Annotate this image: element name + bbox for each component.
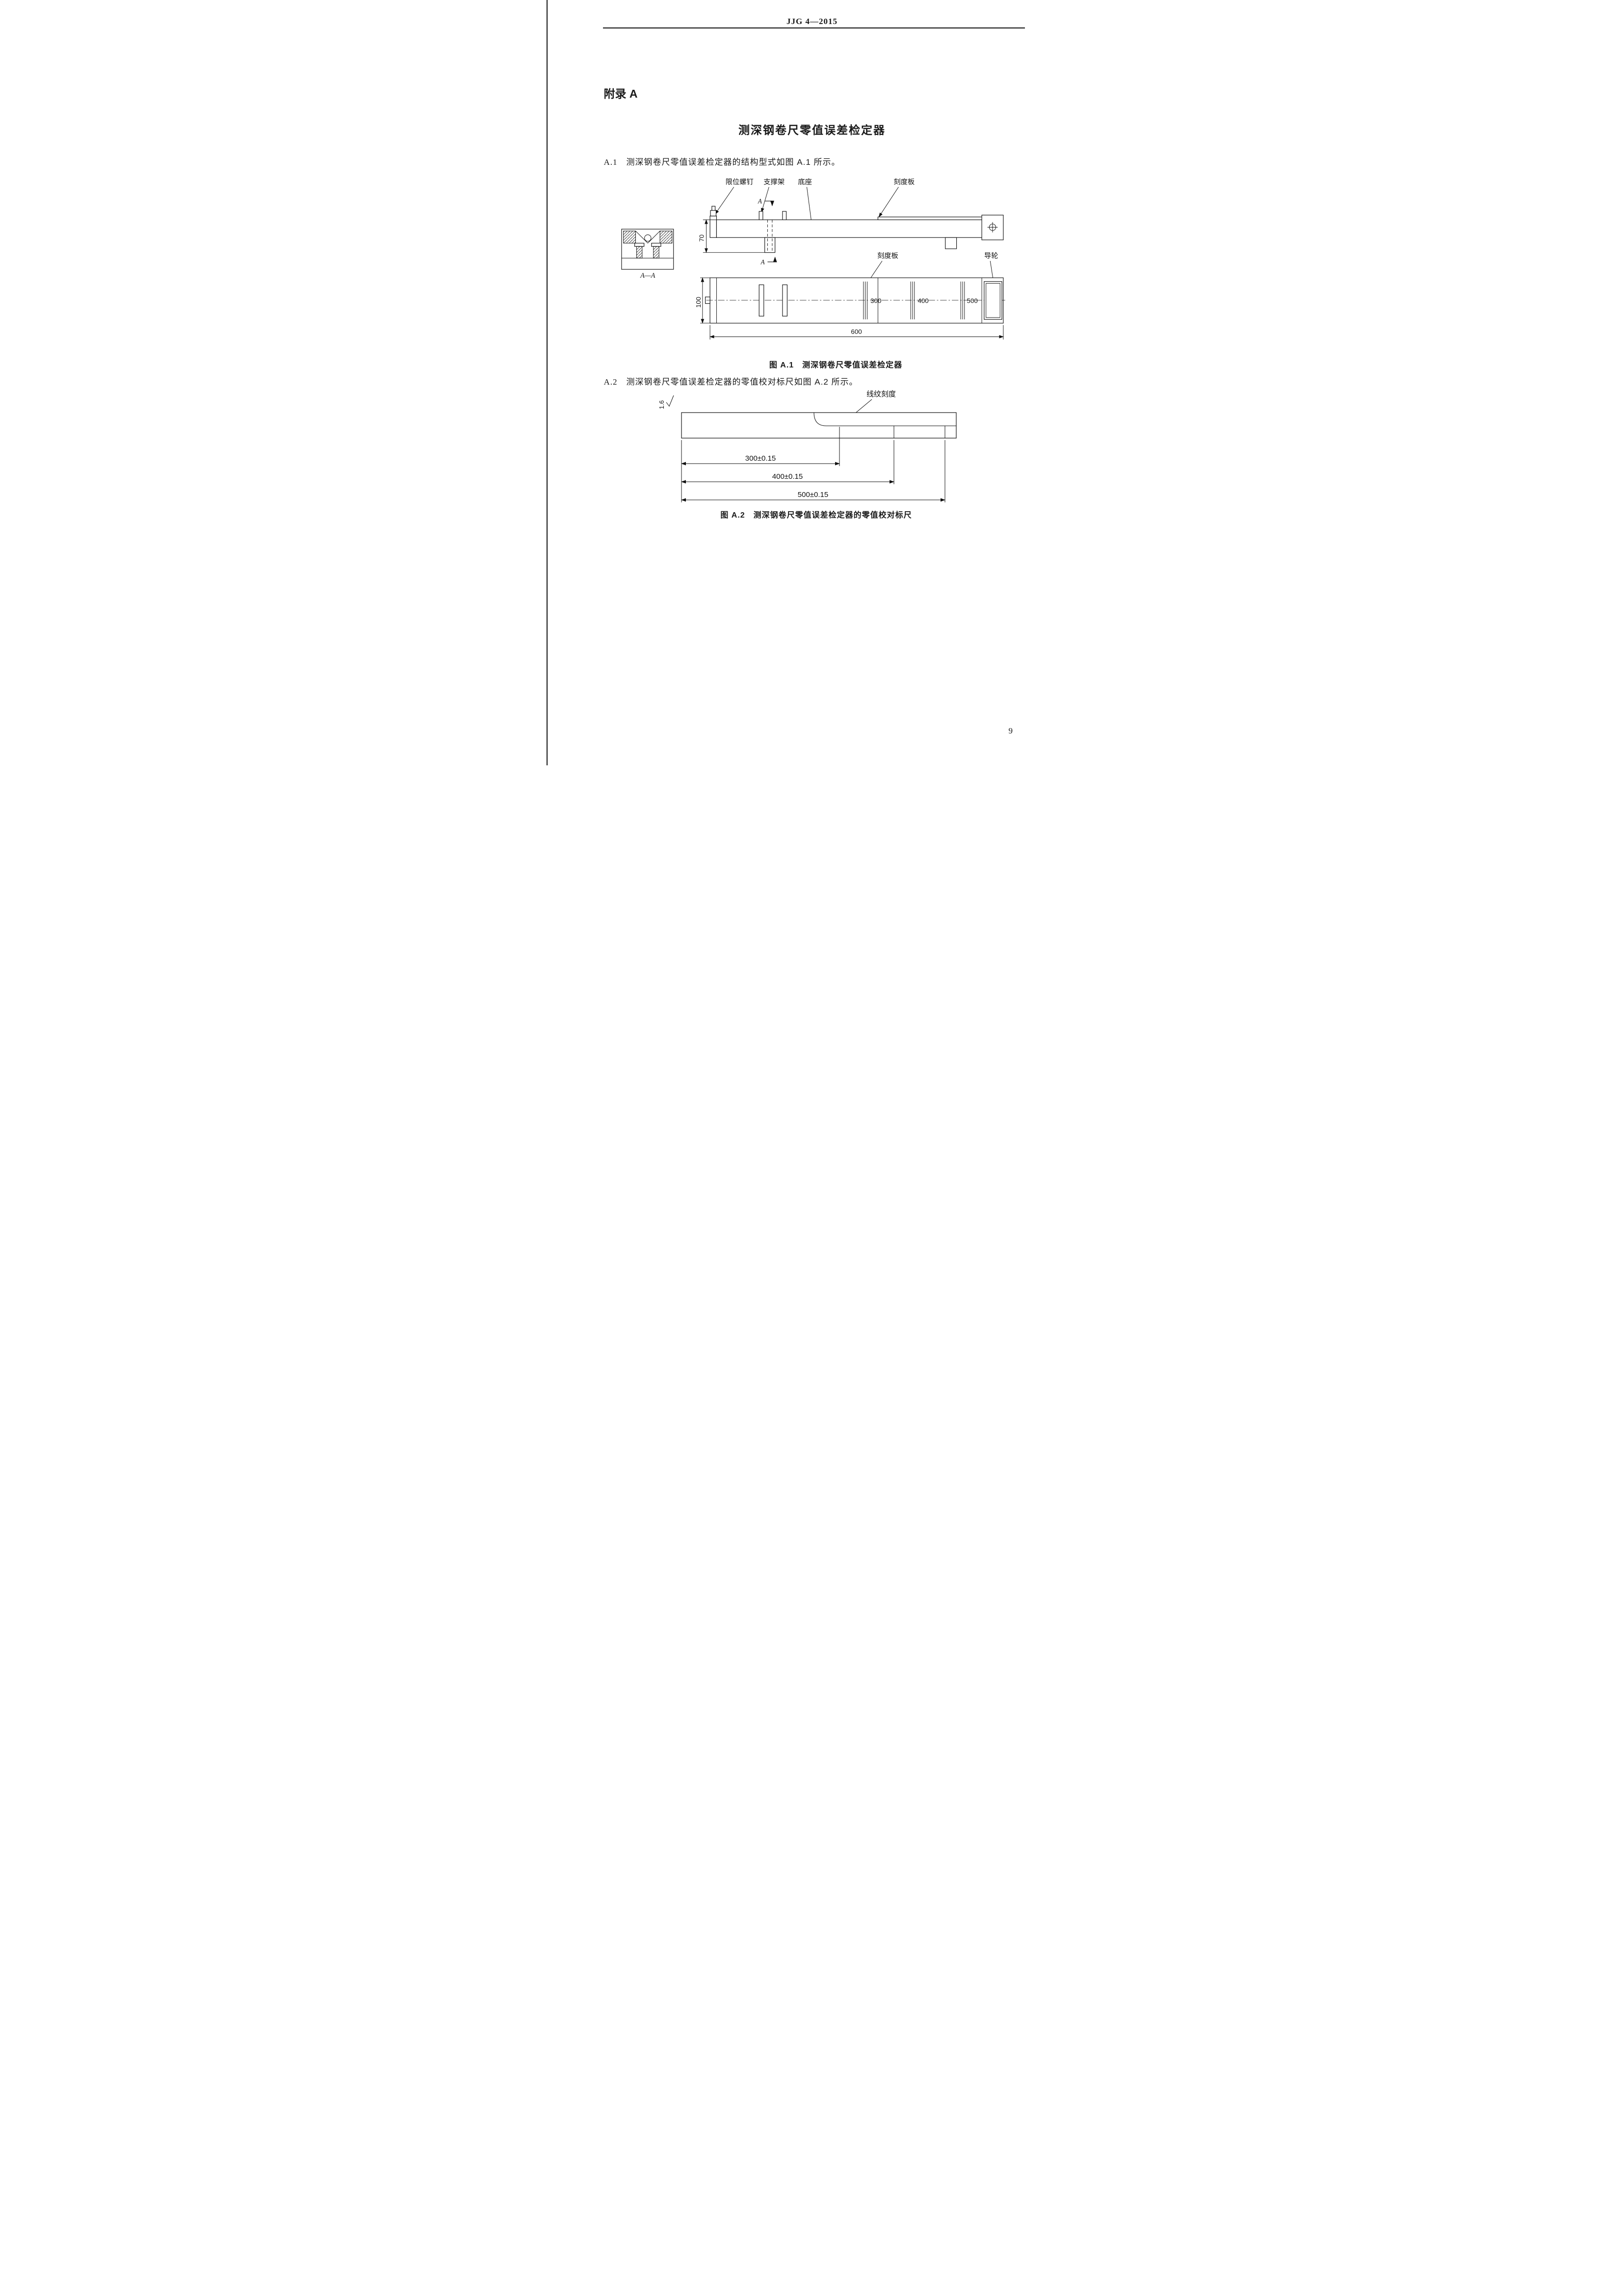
paragraph-a1-number: A.1	[603, 157, 618, 167]
dim-400: 400±0.15	[772, 472, 802, 481]
label-base: 底座	[798, 178, 812, 186]
figure-a2-drawing: 1.6 线纹刻度 300±0.15 400±0.15 500±0.15	[658, 390, 957, 502]
section-view-label: A—A	[640, 272, 655, 280]
leader-limit-screw	[714, 186, 734, 215]
top-view-wheel-outer	[983, 281, 1002, 320]
side-limit-screw-cap	[711, 206, 715, 211]
dim-500: 500±0.15	[797, 491, 828, 499]
figure-a2-caption: 图 A.2 测深钢卷尺零值误差检定器的零值校对标尺	[720, 511, 912, 520]
side-base-bar	[716, 219, 982, 238]
top-view-post-1	[759, 284, 764, 316]
header-rule	[602, 27, 1025, 28]
section-bolt-right	[653, 246, 659, 259]
label-limit-screw: 限位螺钉	[725, 178, 753, 186]
paragraph-a2-text: 测深钢卷尺零值误差检定器的零值校对标尺如图 A.2 所示。	[626, 377, 858, 387]
paragraph-a1: A.1 测深钢卷尺零值误差检定器的结构型式如图 A.1 所示。	[604, 155, 840, 167]
document-page: JJG 4—2015 附录 A 测深钢卷尺零值误差检定器 A.1 测深钢卷尺零值误…	[541, 0, 1083, 765]
section-bolt-left	[636, 246, 642, 259]
dim-70: 70	[698, 235, 705, 242]
section-letter-bottom: A	[760, 259, 765, 266]
paragraph-a2-number: A.2	[603, 377, 618, 387]
section-hatch-left	[623, 231, 636, 244]
reference-rule-bar	[681, 412, 957, 439]
side-right-foot	[944, 237, 957, 249]
grad-label-300: 300	[870, 297, 881, 305]
appendix-title: 测深钢卷尺零值误差检定器	[738, 124, 886, 136]
dim-600: 600	[851, 328, 862, 336]
roughness-icon	[666, 395, 674, 407]
grad-ticks-500	[960, 281, 965, 320]
side-lower-leg	[764, 237, 775, 253]
leader-scale-plate	[878, 186, 899, 218]
standard-code-header: JJG 4—2015	[786, 17, 838, 26]
section-nut-right	[651, 243, 661, 247]
section-cut-mark-top	[764, 201, 774, 207]
figure-a1-caption: 图 A.1 测深钢卷尺零值误差检定器	[769, 361, 903, 369]
page-number: 9	[1008, 726, 1013, 735]
top-view-body	[709, 277, 1004, 324]
section-v-groove	[635, 231, 660, 243]
top-view-post-2	[782, 284, 787, 316]
side-left-stop-block	[709, 215, 717, 238]
figure-a1-drawing: 限位螺钉 支撑架 底座 刻度板 A A 70	[621, 178, 1007, 340]
dim-300: 300±0.15	[745, 454, 775, 463]
grad-ticks-300	[863, 281, 867, 320]
label-scale-plate: 刻度板	[893, 178, 915, 186]
paragraph-a2: A.2 测深钢卷尺零值误差检定器的零值校对标尺如图 A.2 所示。	[604, 375, 858, 387]
label-line-graduation: 线纹刻度	[866, 390, 895, 398]
section-letter-top: A	[757, 198, 762, 205]
side-scale-plate	[877, 216, 982, 220]
side-support-post-1	[759, 211, 763, 220]
label-scale-plate-2: 刻度板	[877, 252, 898, 260]
side-support-post-2	[782, 211, 786, 220]
section-cut-mark-bottom	[767, 257, 777, 262]
appendix-label: 附录 A	[603, 87, 638, 100]
scan-edge-line	[546, 0, 548, 765]
grad-label-500: 500	[967, 297, 977, 305]
section-nut-left	[634, 243, 644, 247]
leader-support-frame	[760, 187, 769, 213]
section-screw-head	[644, 235, 651, 242]
label-support-frame: 支撑架	[763, 178, 785, 186]
side-limit-screw-body	[709, 210, 716, 216]
rule-step-line	[813, 412, 956, 426]
paragraph-a1-text: 测深钢卷尺零值误差检定器的结构型式如图 A.1 所示。	[626, 157, 840, 167]
section-hatch-right	[659, 231, 672, 244]
grad-label-400: 400	[917, 297, 928, 305]
grad-ticks-400	[910, 281, 915, 320]
dim-100: 100	[695, 297, 702, 308]
top-view-wheel-inner	[985, 283, 1000, 318]
roughness-value: 1.6	[658, 400, 665, 409]
label-guide-wheel: 导轮	[984, 252, 998, 260]
